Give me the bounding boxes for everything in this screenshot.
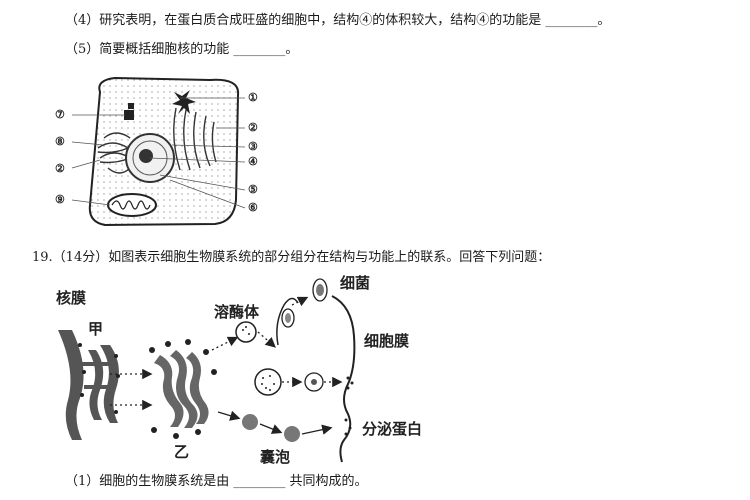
label-vesicle: 囊泡 bbox=[260, 448, 291, 466]
cell-label-5: ⑤ bbox=[248, 183, 258, 196]
centriole bbox=[172, 90, 196, 114]
ribosome-cluster bbox=[124, 110, 134, 120]
label-jia: 甲 bbox=[88, 320, 104, 338]
vesicle-2 bbox=[284, 426, 300, 442]
cell-label-9: ⑨ bbox=[55, 193, 65, 206]
cell-label-2-right: ② bbox=[248, 121, 258, 134]
cell-label-4: ④ bbox=[248, 155, 258, 168]
cell-label-7: ⑦ bbox=[55, 108, 65, 121]
vesicle-1 bbox=[242, 414, 258, 430]
question-19-1: （1）细胞的生物膜系统是由 ________ 共同构成的。 bbox=[65, 474, 368, 489]
nuclear-envelope bbox=[58, 330, 84, 440]
label-nuclear-membrane: 核膜 bbox=[56, 289, 87, 307]
lysosome bbox=[235, 321, 257, 343]
label-lysosome: 溶酶体 bbox=[214, 303, 260, 321]
nucleolus bbox=[139, 149, 153, 163]
question-19: 19.（14分）如图表示细胞生物膜系统的部分组分在结构与功能上的联系。回答下列问… bbox=[32, 250, 551, 265]
cell-label-8: ⑧ bbox=[55, 135, 65, 148]
cell-membrane bbox=[331, 295, 356, 463]
label-cell-membrane: 细胞膜 bbox=[364, 332, 410, 350]
cell-label-3: ③ bbox=[248, 140, 258, 153]
er-jia bbox=[82, 345, 119, 423]
question-4: （4）研究表明，在蛋白质合成旺盛的细胞中，结构④的体积较大，结构④的功能是 __… bbox=[65, 13, 611, 28]
cell-label-6: ⑥ bbox=[248, 201, 258, 214]
label-secreted-protein: 分泌蛋白 bbox=[362, 420, 423, 438]
cell-label-2-left: ② bbox=[55, 162, 65, 175]
label-bacteria: 细菌 bbox=[340, 274, 371, 292]
question-5: （5）简要概括细胞核的功能 ________。 bbox=[65, 42, 299, 57]
cell-label-1: ① bbox=[248, 91, 258, 104]
golgi-apparatus bbox=[173, 107, 217, 171]
label-yi: 乙 bbox=[174, 443, 190, 461]
nucleus-inner bbox=[132, 140, 168, 176]
golgi-yi bbox=[154, 350, 209, 428]
